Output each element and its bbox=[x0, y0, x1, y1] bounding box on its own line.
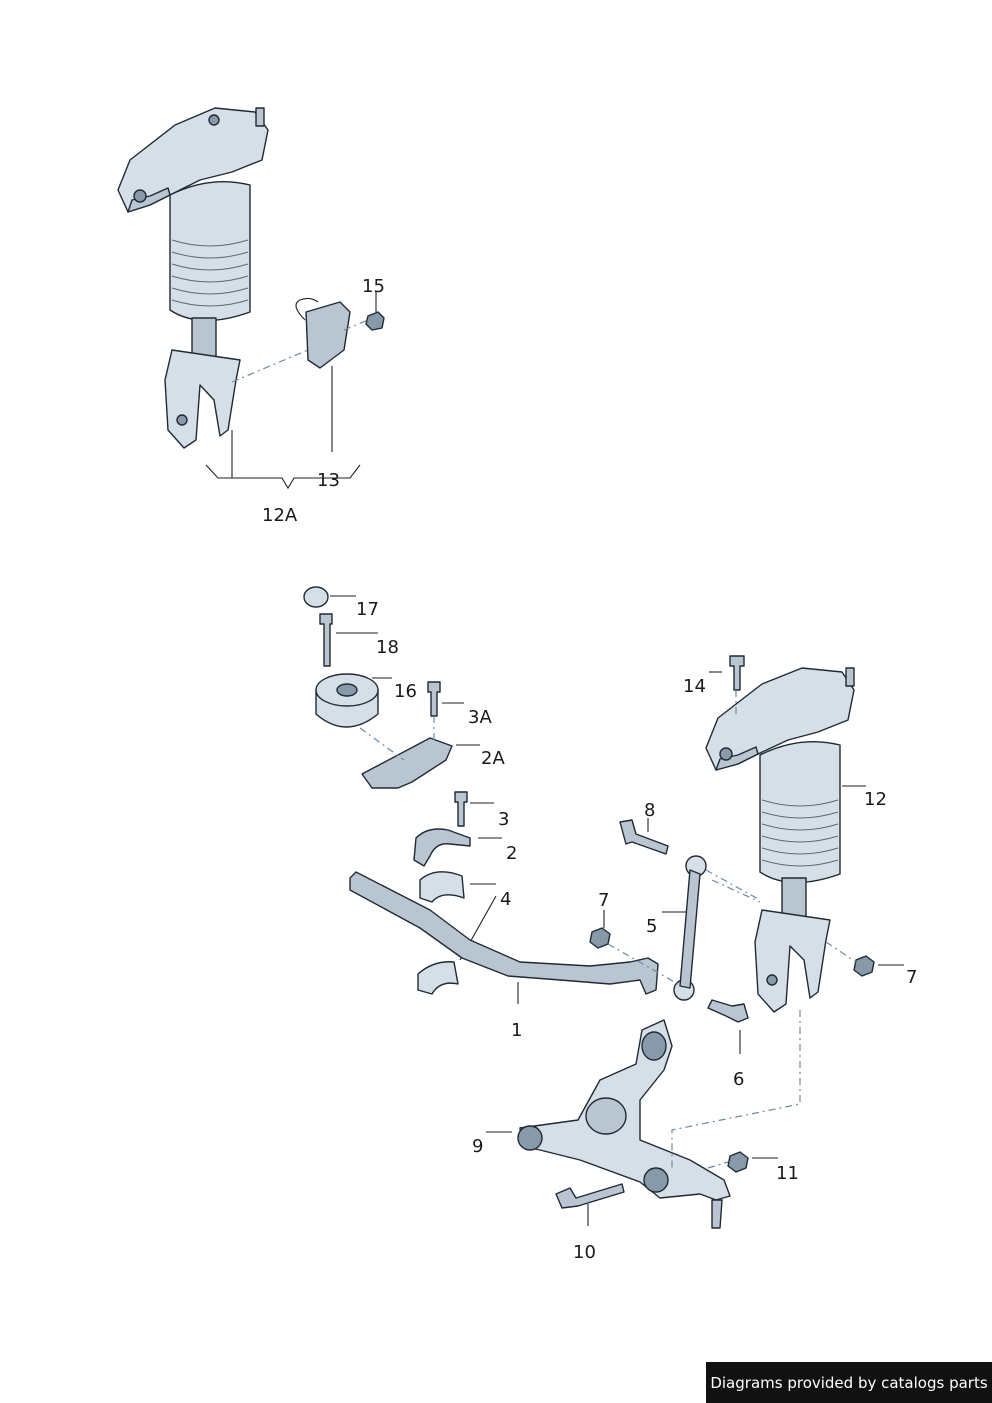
label-12: 12 bbox=[864, 789, 887, 810]
callout-labels: 15 13 12A 17 18 16 3A 2A 3 2 4 1 8 7 5 6… bbox=[262, 276, 917, 1263]
label-1: 1 bbox=[511, 1020, 522, 1041]
label-2: 2 bbox=[506, 843, 517, 864]
label-6: 6 bbox=[733, 1069, 744, 1090]
label-16: 16 bbox=[394, 681, 417, 702]
label-3A: 3A bbox=[468, 707, 492, 728]
label-7-left: 7 bbox=[598, 890, 609, 911]
stabilizer-link-parts bbox=[589, 818, 761, 1054]
label-12A: 12A bbox=[262, 505, 298, 526]
credit-banner: Diagrams provided by catalogs parts bbox=[706, 1362, 992, 1403]
credit-text: Diagrams provided by catalogs parts bbox=[710, 1373, 988, 1392]
label-17: 17 bbox=[356, 599, 379, 620]
stabilizer-bar bbox=[349, 871, 659, 1004]
stabilizer-mount-parts bbox=[303, 586, 502, 995]
air-strut-assembly-right bbox=[705, 655, 904, 1013]
label-5: 5 bbox=[646, 916, 657, 937]
label-14: 14 bbox=[683, 676, 706, 697]
label-8: 8 bbox=[644, 800, 655, 821]
air-strut-assembly-upper bbox=[117, 107, 385, 490]
label-7-right: 7 bbox=[906, 967, 917, 988]
label-13: 13 bbox=[317, 470, 340, 491]
label-3: 3 bbox=[498, 809, 509, 830]
label-9: 9 bbox=[472, 1136, 483, 1157]
label-18: 18 bbox=[376, 637, 399, 658]
label-4: 4 bbox=[500, 889, 511, 910]
label-15: 15 bbox=[362, 276, 385, 297]
label-11: 11 bbox=[776, 1163, 799, 1184]
control-arm-parts bbox=[486, 1010, 801, 1229]
label-2A: 2A bbox=[481, 748, 505, 769]
label-10: 10 bbox=[573, 1242, 596, 1263]
